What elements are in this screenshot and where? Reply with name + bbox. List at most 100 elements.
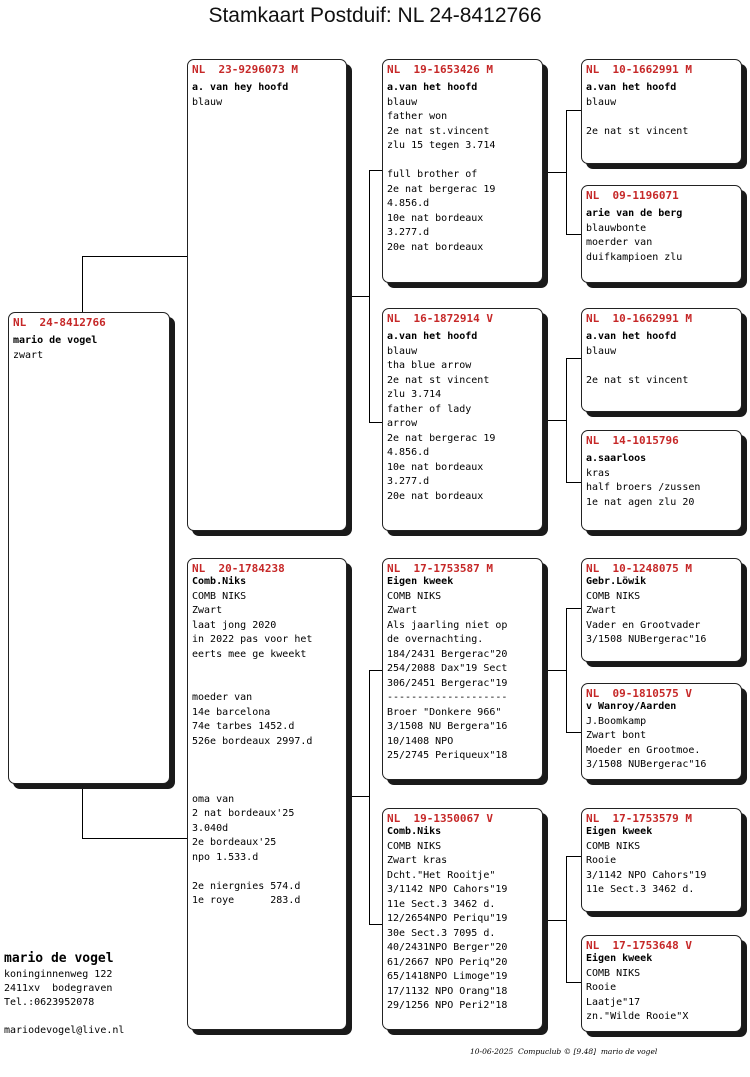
ring-number: NL 10-1248075 M xyxy=(586,562,692,575)
card-mff[interactable]: NL 10-1248075 M Gebr.Löwik COMB NIKS Zwa… xyxy=(581,558,742,662)
card-line: 184/2431 Bergerac"20 xyxy=(387,648,508,660)
wire-subject-vertical-low xyxy=(82,784,83,838)
ring-number: NL 10-1662991 M xyxy=(586,63,692,76)
card-line: 2 nat bordeaux'25 xyxy=(192,808,295,819)
card-line: 3.040d xyxy=(192,822,229,834)
wire-ff-ffm-h xyxy=(566,234,581,235)
wire-ff-trunk xyxy=(566,110,567,234)
ring-number: NL 19-1653426 M xyxy=(387,63,493,76)
breeder-name: mario de vogel xyxy=(13,335,98,346)
card-ffm[interactable]: NL 09-1196071 arie van de berg blauwbont… xyxy=(581,185,742,283)
breeder-name: Eigen kweek xyxy=(586,953,653,964)
card-line: 3.277.d xyxy=(387,476,430,487)
card-line xyxy=(192,764,342,779)
ring-number: NL 14-1015796 xyxy=(586,434,679,447)
wire-mother-trunk xyxy=(369,670,370,924)
card-mfm[interactable]: NL 09-1810575 V v Wanroy/Aarden J.Boomka… xyxy=(581,683,742,780)
wire-mf-mfm-h xyxy=(566,732,581,733)
card-line: Zwart kras xyxy=(387,855,448,866)
card-mother[interactable]: NL 20-1784238 Comb.Niks COMB NIKS Zwart … xyxy=(187,558,347,1030)
wire-ff-fff-h xyxy=(566,110,581,111)
breeder-name: Eigen kweek xyxy=(387,576,454,587)
card-line: 20e nat bordeaux xyxy=(387,490,484,502)
card-line: kras xyxy=(586,467,611,479)
card-line: tha blue arrow xyxy=(387,360,472,371)
card-line xyxy=(586,359,737,374)
card-line: COMB NIKS xyxy=(387,590,442,602)
wire-mother-mf-h xyxy=(369,670,382,671)
wire-mf-trunk xyxy=(566,608,567,732)
card-line: 3/1508 NUBergerac"16 xyxy=(586,759,707,770)
card-line: 4.856.d xyxy=(387,447,430,458)
breeder-name: a.van het hoofd xyxy=(586,331,677,342)
card-line: 2e nat bergerac 19 xyxy=(387,183,496,195)
card-line xyxy=(387,154,538,169)
wire-fm-fmf-h xyxy=(566,358,581,359)
card-line: 11e Sect.3 3462 d. xyxy=(586,884,695,895)
card-line: 11e Sect.3 3462 d. xyxy=(387,898,496,910)
card-line: blauwbonte xyxy=(586,222,647,234)
card-line: Als jaarling niet op xyxy=(387,619,508,631)
wire-mf-h xyxy=(543,670,566,671)
wire-mf-mff-h xyxy=(566,608,581,609)
wire-father-ff xyxy=(346,296,369,297)
card-line: Moeder en Grootmoe. xyxy=(586,744,701,756)
footer-credit: 10-06-2025 Compuclub © [9.48] mario de v… xyxy=(470,1047,658,1056)
page-title: Stamkaart Postduif: NL 24-8412766 xyxy=(208,4,542,27)
card-father[interactable]: NL 23-9296073 M a. van hey hoofd blauw xyxy=(187,59,347,531)
breeder-name: Comb.Niks xyxy=(387,826,442,837)
card-line xyxy=(192,778,342,793)
card-line: 30e Sect.3 7095 d. xyxy=(387,927,496,939)
card-line: Zwart bont xyxy=(586,730,647,741)
breeder-name: v Wanroy/Aarden xyxy=(586,701,677,712)
card-mmm[interactable]: NL 17-1753648 V Eigen kweek COMB NIKS Ro… xyxy=(581,935,742,1032)
ring-number: NL 17-1753579 M xyxy=(586,812,692,825)
card-line: 306/2451 Bergerac"19 xyxy=(387,677,508,689)
card-fff[interactable]: NL 10-1662991 M a.van het hoofd blauw 2e… xyxy=(581,59,742,164)
card-mmf[interactable]: NL 17-1753579 M Eigen kweek COMB NIKS Ro… xyxy=(581,808,742,912)
card-line: laat jong 2020 xyxy=(192,619,277,631)
ring-number: NL 16-1872914 V xyxy=(387,312,493,325)
card-line: Rooie xyxy=(586,855,617,866)
breeder-name: a.van het hoofd xyxy=(387,82,478,93)
card-line: COMB NIKS xyxy=(586,967,641,979)
wire-fm-trunk xyxy=(566,358,567,482)
card-line: 3/1508 NU Bergera"16 xyxy=(387,721,508,732)
wire-ff-h xyxy=(543,172,566,173)
card-father-father[interactable]: NL 19-1653426 M a.van het hoofd blauw fa… xyxy=(382,59,543,283)
card-line: 20e nat bordeaux xyxy=(387,241,484,253)
wire-mm-mmf-h xyxy=(566,856,581,857)
card-line: 40/2431NPO Berger"20 xyxy=(387,942,508,953)
ring-number: NL 20-1784238 xyxy=(192,562,285,575)
card-fmf[interactable]: NL 10-1662991 M a.van het hoofd blauw 2e… xyxy=(581,308,742,412)
card-line: blauw xyxy=(586,345,617,357)
wire-mm-trunk xyxy=(566,856,567,982)
card-line: Rooie xyxy=(586,982,617,993)
card-father-mother[interactable]: NL 16-1872914 V a.van het hoofd blauw th… xyxy=(382,308,543,531)
wire-fm-fmm-h xyxy=(566,482,581,483)
card-line: de overnachting. xyxy=(387,634,484,645)
breeder-name: arie van de berg xyxy=(586,208,683,219)
card-line: 3/1508 NUBergerac"16 xyxy=(586,634,707,645)
card-line: in 2022 pas voor het xyxy=(192,634,313,645)
owner-postal: 2411xv bodegraven xyxy=(4,983,113,994)
card-mother-father[interactable]: NL 17-1753587 M Eigen kweek COMB NIKS Zw… xyxy=(382,558,543,780)
card-line: 4.856.d xyxy=(387,198,430,209)
card-subject[interactable]: NL 24-8412766 mario de vogel zwart xyxy=(8,312,170,784)
card-line: blauw xyxy=(192,96,223,108)
card-line: 2e nat st vincent xyxy=(586,374,689,386)
card-line: npo 1.533.d xyxy=(192,851,259,863)
card-line: blauw xyxy=(387,345,418,357)
card-line: COMB NIKS xyxy=(586,840,641,852)
card-line: 1e nat agen zlu 20 xyxy=(586,496,695,508)
card-line: 2e nat st vincent xyxy=(586,125,689,137)
card-line: blauw xyxy=(387,96,418,108)
card-line: -------------------- xyxy=(387,692,508,703)
card-line: 14e barcelona xyxy=(192,706,271,718)
card-line xyxy=(586,110,737,125)
card-mother-mother[interactable]: NL 19-1350067 V Comb.Niks COMB NIKS Zwar… xyxy=(382,808,543,1030)
card-line: oma van xyxy=(192,793,235,805)
owner-email: mariodevogel@live.nl xyxy=(4,1025,125,1036)
card-line: zlu 3.714 xyxy=(387,389,442,400)
card-fmm[interactable]: NL 14-1015796 a.saarloos kras half broer… xyxy=(581,430,742,531)
